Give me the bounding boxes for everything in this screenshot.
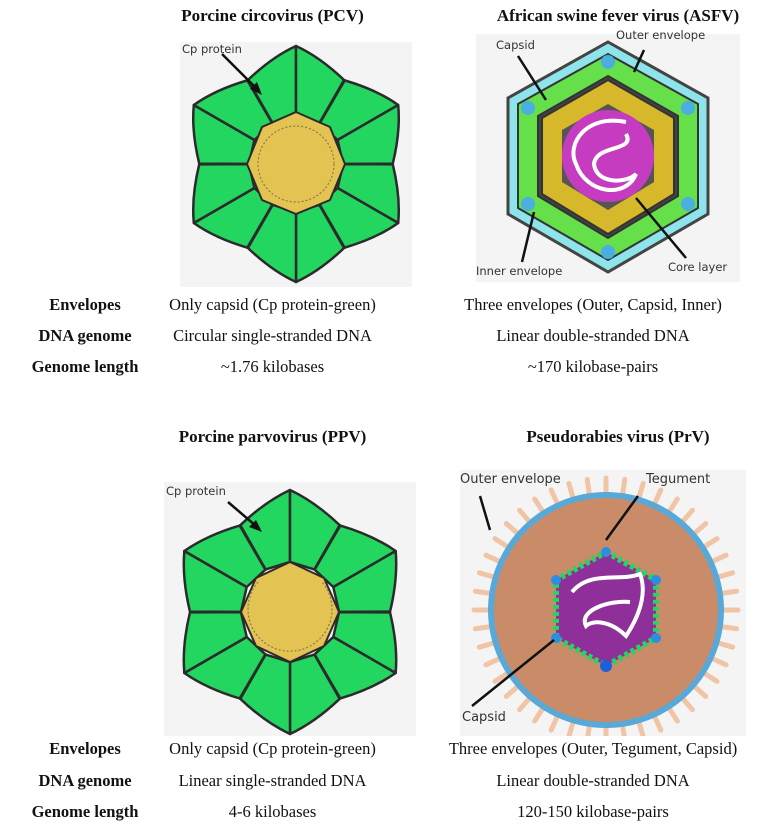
ppv-envelopes: Only capsid (Cp protein-green) xyxy=(169,739,376,758)
row-label-genome-length-2: Genome length xyxy=(31,802,139,821)
asfv-dsdna-genome xyxy=(571,118,638,192)
prv-envelopes: Three envelopes (Outer, Tegument, Capsid… xyxy=(448,739,738,758)
asfv-vertex xyxy=(681,101,695,115)
asfv-vertex xyxy=(601,55,615,69)
pcv-title: Porcine circovirus (PCV) xyxy=(181,6,364,25)
pcv-diagram: Cp protein xyxy=(180,42,412,287)
ppv-ssdna-genome xyxy=(247,581,333,652)
pcv-core xyxy=(245,110,347,216)
prv-callout-outer-envelope: Outer envelope xyxy=(460,472,561,487)
prv-dsdna-genome xyxy=(570,571,645,640)
pcv-capsid-shell xyxy=(191,44,401,284)
asfv-svg xyxy=(506,40,710,274)
asfv-vertex xyxy=(521,101,535,115)
prv-tegument-arrow xyxy=(604,495,640,541)
asfv-capsid-arrow xyxy=(516,55,548,101)
asfv-vertex xyxy=(681,197,695,211)
prv-vertex xyxy=(601,547,611,557)
row-label-envelopes-2: Envelopes xyxy=(49,739,121,758)
asfv-callout-inner-envelope: Inner envelope xyxy=(476,264,563,278)
ppv-capsid-shell xyxy=(182,488,398,736)
asfv-callout-outer-envelope: Outer envelope xyxy=(616,28,706,42)
prv-svg xyxy=(471,475,741,736)
prv-vertex xyxy=(551,575,561,585)
asfv-inner-envelope-arrow xyxy=(520,211,536,263)
pcv-dna-genome: Circular single-stranded DNA xyxy=(173,326,372,345)
asfv-diagram: Capsid Outer envelope Inner envelope Cor… xyxy=(476,28,740,282)
prv-capsid-arrow xyxy=(471,639,555,707)
ppv-capsid-svg xyxy=(182,488,398,736)
asfv-callout-capsid: Capsid xyxy=(496,38,535,52)
cp-protein-subunit xyxy=(183,524,267,589)
asfv-callout-core-layer: Core layer xyxy=(668,260,728,274)
ppv-callout-cp-protein: Cp protein xyxy=(166,484,226,498)
prv-genome-length: 120-150 kilobase-pairs xyxy=(517,802,669,821)
pcv-callout-cp-protein: Cp protein xyxy=(182,42,242,56)
ppv-core xyxy=(239,560,341,664)
row-label-dna-genome-2: DNA genome xyxy=(38,771,132,790)
prv-diagram: Outer envelope Tegument Capsid xyxy=(460,470,746,736)
prv-outer-envelope-arrow xyxy=(478,495,492,531)
pcv-callout-arrow xyxy=(221,53,259,91)
prv-title: Pseudorabies virus (PrV) xyxy=(526,427,710,446)
prv-vertex xyxy=(600,660,612,672)
asfv-genome-length: ~170 kilobase-pairs xyxy=(527,357,659,376)
prv-vertex xyxy=(651,575,661,585)
ppv-arrow-head xyxy=(249,520,262,532)
ppv-title: Porcine parvovirus (PPV) xyxy=(178,427,367,446)
ppv-diagram: Cp protein xyxy=(164,482,416,736)
asfv-core-layer-arrow xyxy=(635,197,687,259)
row-label-dna-genome: DNA genome xyxy=(38,326,132,345)
pcv-capsid-svg xyxy=(191,44,401,284)
asfv-outer-envelope-arrow xyxy=(632,49,646,73)
asfv-title: African swine fever virus (ASFV) xyxy=(496,6,740,25)
ppv-callout-arrow xyxy=(227,501,257,527)
ppv-genome-length: 4-6 kilobases xyxy=(228,802,317,821)
prv-dna-genome: Linear double-stranded DNA xyxy=(496,771,690,790)
asfv-vertex xyxy=(601,245,615,259)
asfv-envelopes: Three envelopes (Outer, Capsid, Inner) xyxy=(464,295,722,314)
pcv-arrow-head xyxy=(250,82,262,95)
prv-callout-tegument: Tegument xyxy=(646,472,711,487)
ppv-dna-genome: Linear single-stranded DNA xyxy=(178,771,367,790)
row-label-genome-length: Genome length xyxy=(31,357,139,376)
pcv-genome-length: ~1.76 kilobases xyxy=(220,357,325,376)
asfv-vertex xyxy=(521,197,535,211)
prv-vertex xyxy=(651,633,661,643)
pcv-envelopes: Only capsid (Cp protein-green) xyxy=(169,295,376,314)
asfv-dna-genome: Linear double-stranded DNA xyxy=(496,326,690,345)
prv-callout-capsid: Capsid xyxy=(462,710,506,725)
pcv-ssdna-genome xyxy=(257,125,335,203)
row-label-envelopes: Envelopes xyxy=(49,295,121,314)
